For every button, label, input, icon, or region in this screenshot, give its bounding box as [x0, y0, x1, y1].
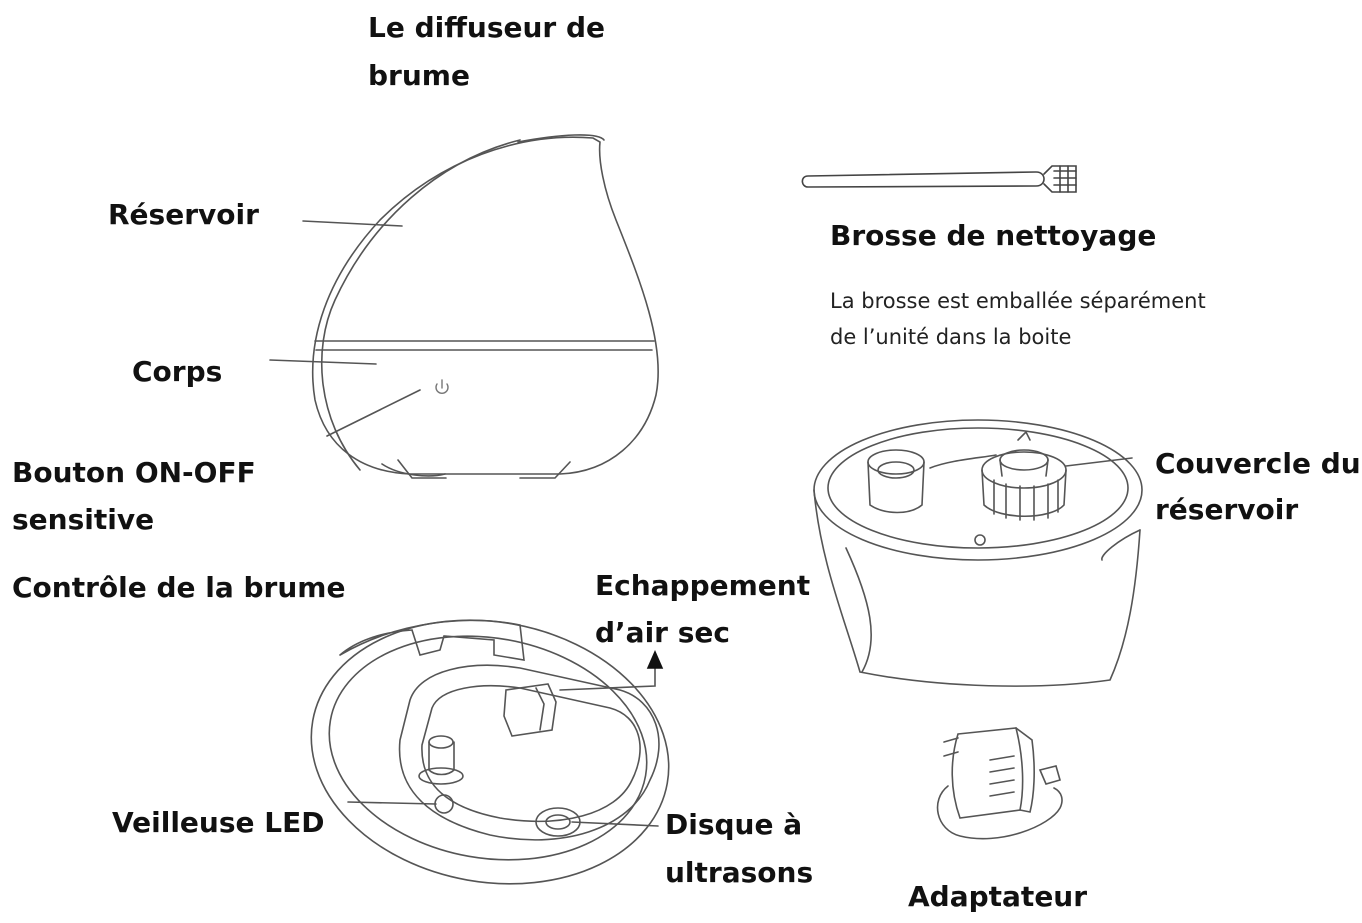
disc-leader-line	[571, 821, 659, 827]
brush-label: Brosse de nettoyage	[830, 219, 1157, 252]
disc-label-line2: ultrasons	[665, 856, 814, 889]
adapter-illustration	[936, 727, 1063, 840]
lid-label-line2: réservoir	[1155, 493, 1299, 526]
exhaust-label-line2: d’air sec	[595, 616, 730, 649]
led-leader-line	[347, 801, 437, 805]
disc-label-line1: Disque à	[665, 808, 803, 841]
brush-note-line2: de l’unité dans la boite	[830, 325, 1072, 349]
button-label-line2: sensitive	[12, 503, 155, 536]
body-leader-line	[269, 359, 377, 365]
humidifier-illustration	[311, 134, 659, 479]
arrow-up-icon	[646, 650, 664, 669]
led-label: Veilleuse LED	[112, 806, 325, 839]
brush-illustration	[801, 165, 1077, 193]
exhaust-leader-line	[559, 665, 656, 691]
adapter-label: Adaptateur	[908, 880, 1088, 913]
button-label-line1: Bouton ON-OFF	[12, 456, 256, 489]
diffuser-label-line1: Le diffuseur de	[368, 11, 606, 44]
mist-control-label: Contrôle de la brume	[12, 571, 346, 604]
button-leader-line	[326, 389, 421, 437]
lid-leader-line	[1065, 457, 1133, 467]
base-illustration	[310, 619, 670, 885]
reservoir-leader-line	[302, 220, 403, 227]
exhaust-label-line1: Echappement	[595, 569, 811, 602]
diffuser-label-line2: brume	[368, 59, 470, 92]
lid-illustration	[813, 419, 1143, 687]
reservoir-label: Réservoir	[108, 198, 259, 231]
body-label: Corps	[132, 355, 223, 388]
brush-note-line1: La brosse est emballée séparément	[830, 289, 1206, 313]
lid-label-line1: Couvercle du	[1155, 447, 1361, 480]
power-icon	[435, 379, 449, 394]
